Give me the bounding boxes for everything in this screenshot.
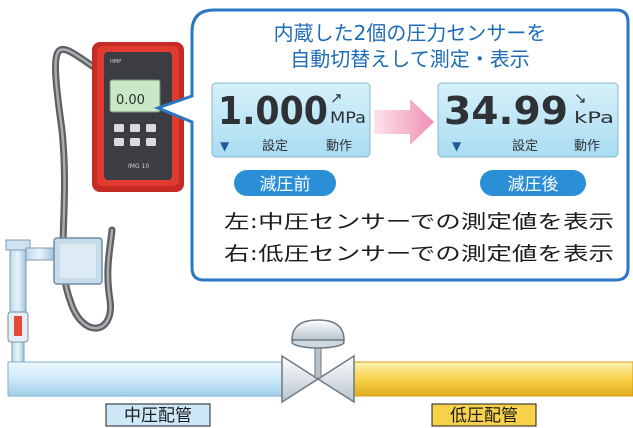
lcd-before: 1.000 ↗ MPa ▼ 設定 動作 [211, 82, 371, 158]
callout-line1: 内蔵した2個の圧力センサーを [274, 21, 547, 45]
lcd-after-label-op: 動作 [574, 139, 600, 154]
lcd-after-unit: kPa [574, 108, 614, 127]
pressure-reducing-valve [281, 319, 355, 404]
lcd-after-label-set: 設定 [512, 138, 538, 154]
pressure-gauge-device: HMP 0.00 IMG 10 [92, 42, 184, 192]
device-screen-value: 0.00 [116, 93, 145, 108]
transition-arrow [374, 99, 434, 145]
lcd-before-value: 1.000 [218, 89, 328, 133]
lcd-before-label-op: 動作 [326, 139, 352, 154]
callout-bubble [153, 8, 630, 282]
medium-pressure-pipe [7, 361, 291, 397]
device-model: IMG 10 [128, 163, 149, 170]
lcd-before-arrow: ↗ [330, 89, 343, 107]
note-right: 右:低圧センサーでの測定値を表示 [224, 243, 614, 265]
pipe-label-medium-text: 中圧配管 [124, 406, 192, 426]
lcd-before-unit: MPa [330, 108, 366, 127]
lcd-after-indicator: ▼ [452, 139, 462, 153]
lcd-after-value: 34.99 [444, 89, 568, 133]
device-screen [109, 79, 161, 113]
pipe-label-low: 低圧配管 [431, 403, 537, 427]
pressure-sensor-assembly [5, 237, 103, 367]
low-pressure-pipe [343, 361, 633, 397]
badge-after: 減圧後 [480, 170, 586, 196]
lcd-after-arrow: ↘ [574, 89, 587, 107]
device-keypad [114, 124, 156, 146]
pipe-label-medium: 中圧配管 [105, 403, 211, 427]
badge-after-label: 減圧後 [508, 175, 559, 195]
device-logo: HMP [110, 59, 121, 65]
lcd-after: 34.99 ↘ kPa ▼ 設定 動作 [437, 82, 619, 158]
pipe-label-low-text: 低圧配管 [450, 406, 518, 426]
note-left: 左:中圧センサーでの測定値を表示 [224, 211, 614, 233]
badge-before: 減圧前 [234, 170, 336, 196]
lcd-before-indicator: ▼ [220, 139, 230, 153]
callout-line2: 自動切替えして測定・表示 [290, 47, 529, 71]
lcd-before-label-set: 設定 [262, 138, 288, 154]
badge-before-label: 減圧前 [260, 175, 311, 195]
